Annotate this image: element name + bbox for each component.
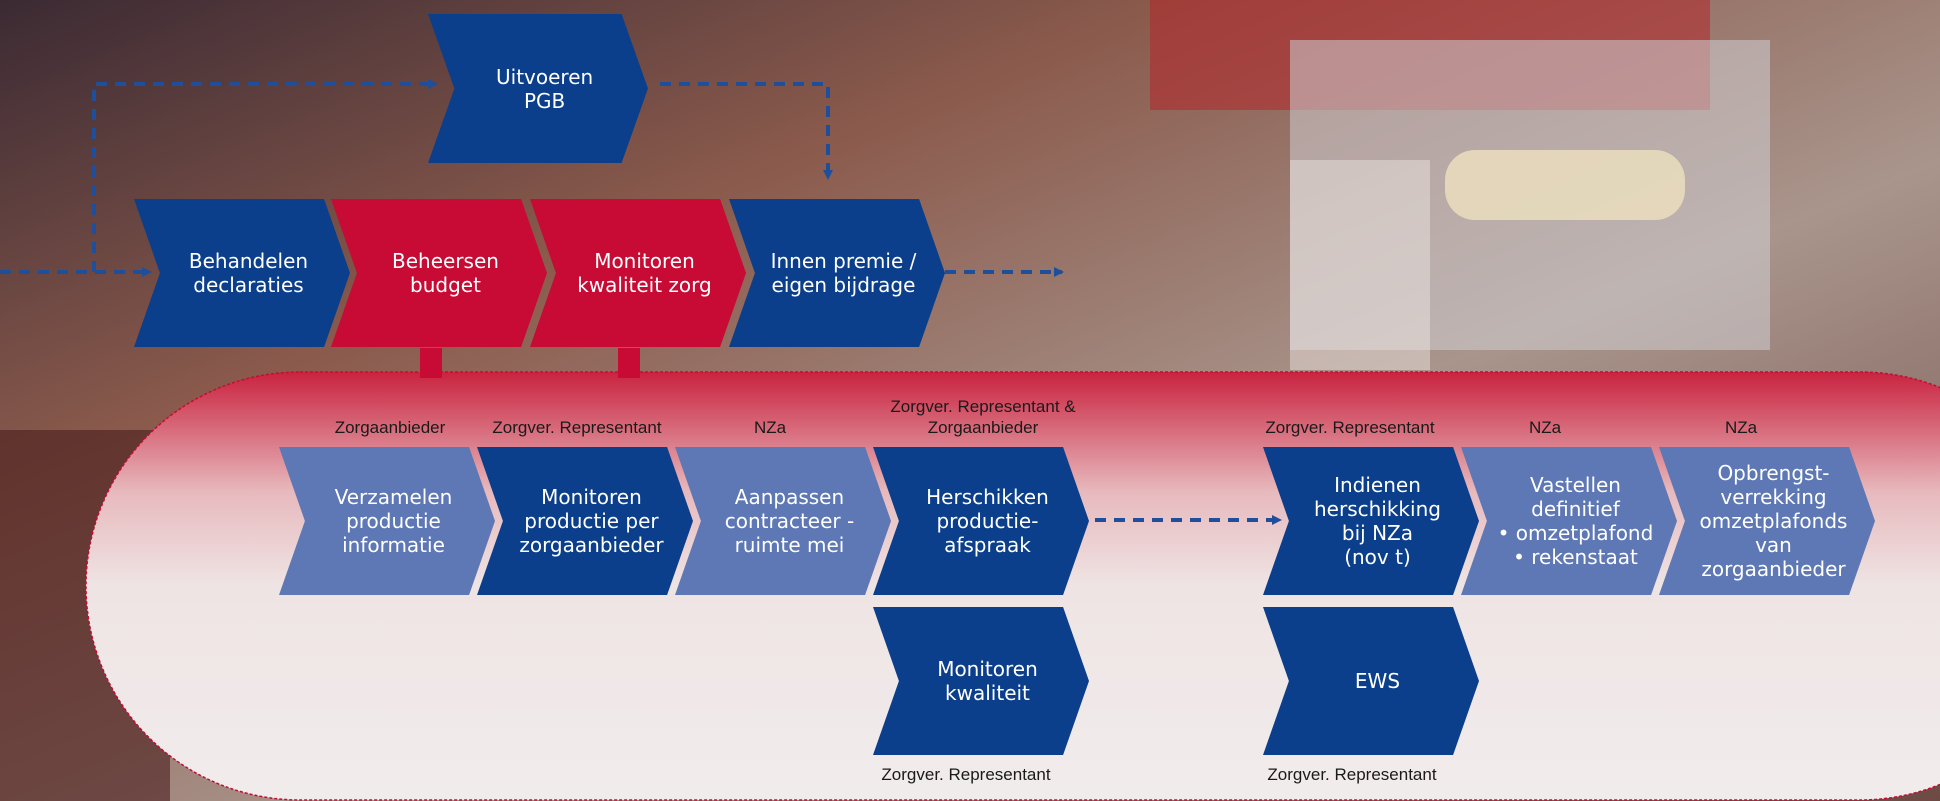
role-monitoren-productie: Zorgver. Representant (492, 418, 662, 437)
monitoren-kwaliteit-zorg-step: Monitoren kwaliteit zorg (530, 199, 746, 347)
behandelen-declaraties-step: Behandelen declaraties (134, 199, 350, 347)
beheersen-budget-step: Beheersen budget (331, 199, 547, 347)
role-ews: Zorgver. Representant (1267, 765, 1437, 784)
indienen-herschikking-label: Indienen herschikking bij NZa (nov t) (1314, 473, 1441, 569)
monitoren-productie-label: Monitoren productie per zorgaanbieder (519, 485, 664, 557)
behandelen-declaraties-label: Behandelen declaraties (188, 249, 309, 297)
uitvoeren-pgb-label: Uitvoeren PGB (496, 64, 594, 113)
aanpassen-contracteerruimte-step: Aanpassen contracteer - ruimte mei (675, 447, 891, 595)
role-indienen: Zorgver. Representant (1265, 418, 1435, 437)
opbrengstverrekking-label: Opbrengst- verrekking omzetplafonds van … (1699, 461, 1848, 581)
aanpassen-contracteerruimte-label: Aanpassen contracteer - ruimte mei (724, 485, 855, 557)
monitoren-kwaliteit-label: Monitoren kwaliteit (937, 657, 1038, 705)
beheersen-budget-label: Beheersen budget (392, 249, 499, 297)
ews-label: EWS (1354, 669, 1401, 693)
herschikken-productieafspraak-step: Herschikken productie- afspraak (873, 447, 1089, 595)
monitoren-productie-step: Monitoren productie per zorgaanbieder (477, 447, 693, 595)
role-vastellen: NZa (1528, 418, 1562, 437)
innen-premie-label: Innen premie / eigen bijdrage (770, 249, 917, 297)
monitoren-kwaliteit-step: Monitoren kwaliteit (873, 607, 1089, 755)
role-herschikken: Zorgver. Representant & Zorgaanbieder (890, 397, 1076, 437)
vastellen-definitief-label: Vastellen definitief • omzetplafond • re… (1497, 473, 1654, 569)
verzamelen-productie-step: Verzamelen productie informatie (279, 447, 495, 595)
monitoren-kwaliteit-zorg-label: Monitoren kwaliteit zorg (577, 249, 712, 297)
verzamelen-productie-label: Verzamelen productie informatie (334, 485, 453, 557)
herschikken-productieafspraak-label: Herschikken productie- afspraak (926, 485, 1049, 557)
ews-step: EWS (1263, 607, 1479, 755)
innen-premie-step: Innen premie / eigen bijdrage (729, 199, 945, 347)
role-opbrengst: NZa (1724, 418, 1758, 437)
vastellen-definitief-step: Vastellen definitief • omzetplafond • re… (1461, 447, 1677, 595)
indienen-herschikking-step: Indienen herschikking bij NZa (nov t) (1263, 447, 1479, 595)
role-aanpassen: NZa (753, 418, 787, 437)
uitvoeren-pgb-step: Uitvoeren PGB (428, 14, 648, 163)
role-monitoren-kwaliteit: Zorgver. Representant (881, 765, 1051, 784)
role-verzamelen: Zorgaanbieder (334, 418, 446, 437)
opbrengstverrekking-step: Opbrengst- verrekking omzetplafonds van … (1659, 447, 1875, 595)
